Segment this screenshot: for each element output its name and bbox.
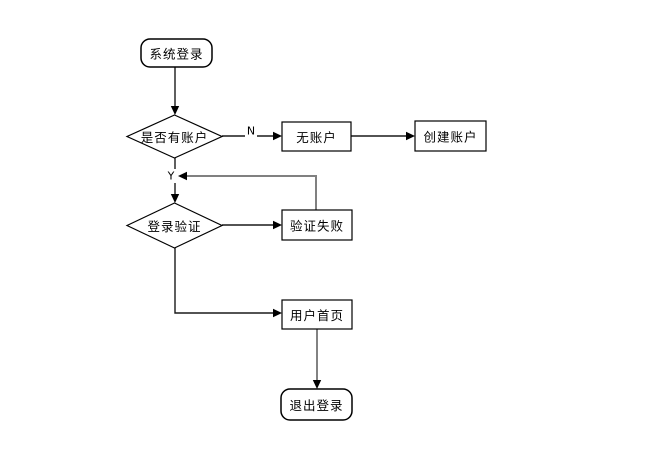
node-login-verify: 登录验证 (125, 202, 224, 249)
node-start: 系统登录 (140, 38, 213, 68)
rect-shape (281, 121, 352, 152)
edge-login-verify-to-verify-fail (222, 220, 282, 230)
node-label-user-home: 用户首页 (290, 308, 344, 323)
node-verify-fail: 验证失败 (281, 209, 353, 241)
rect-shape (281, 209, 353, 241)
node-no-account: 无账户 (281, 121, 352, 152)
rounded-rect-shape (140, 38, 213, 68)
edge-no-account-to-create-account (351, 131, 415, 141)
arrowhead-icon (273, 220, 282, 230)
arrowhead-icon (170, 106, 180, 115)
node-create-account: 创建账户 (414, 120, 487, 152)
arrowhead-icon (273, 308, 282, 318)
rect-shape (281, 299, 353, 330)
edge-start-to-has-account (170, 67, 180, 115)
node-label-verify-fail: 验证失败 (290, 219, 344, 234)
connector-line (174, 248, 273, 314)
edge-has-account-yes-to-login-verify: Y (165, 158, 180, 203)
node-user-home: 用户首页 (281, 299, 353, 330)
node-end: 退出登录 (280, 388, 353, 421)
edge-label-bg (245, 124, 257, 138)
connector-line (187, 175, 317, 210)
node-label-create-account: 创建账户 (423, 130, 477, 145)
diamond-shape (125, 202, 224, 249)
edge-login-verify-to-user-home (174, 248, 282, 318)
diamond-shape (125, 114, 224, 159)
node-label-start: 系统登录 (149, 47, 203, 62)
edge-layer: NY (165, 67, 415, 389)
edge-verify-fail-back-to-junction (178, 171, 317, 210)
node-has-account: 是否有账户 (125, 114, 224, 159)
node-label-login-verify: 登录验证 (147, 219, 201, 234)
arrowhead-icon (178, 171, 187, 181)
node-label-has-account: 是否有账户 (141, 130, 209, 145)
edge-label-bg (165, 169, 177, 183)
edge-has-account-no-to-no-account: N (222, 124, 282, 141)
node-label-end: 退出登录 (289, 398, 343, 413)
edge-label: Y (167, 170, 175, 183)
edge-user-home-to-end (312, 329, 322, 389)
arrowhead-icon (170, 194, 180, 203)
arrowhead-icon (406, 131, 415, 141)
arrowhead-icon (312, 380, 322, 389)
edge-label: N (247, 125, 255, 138)
node-label-no-account: 无账户 (296, 130, 337, 145)
rect-shape (414, 120, 487, 152)
rounded-rect-shape (280, 388, 353, 421)
arrowhead-icon (273, 131, 282, 141)
